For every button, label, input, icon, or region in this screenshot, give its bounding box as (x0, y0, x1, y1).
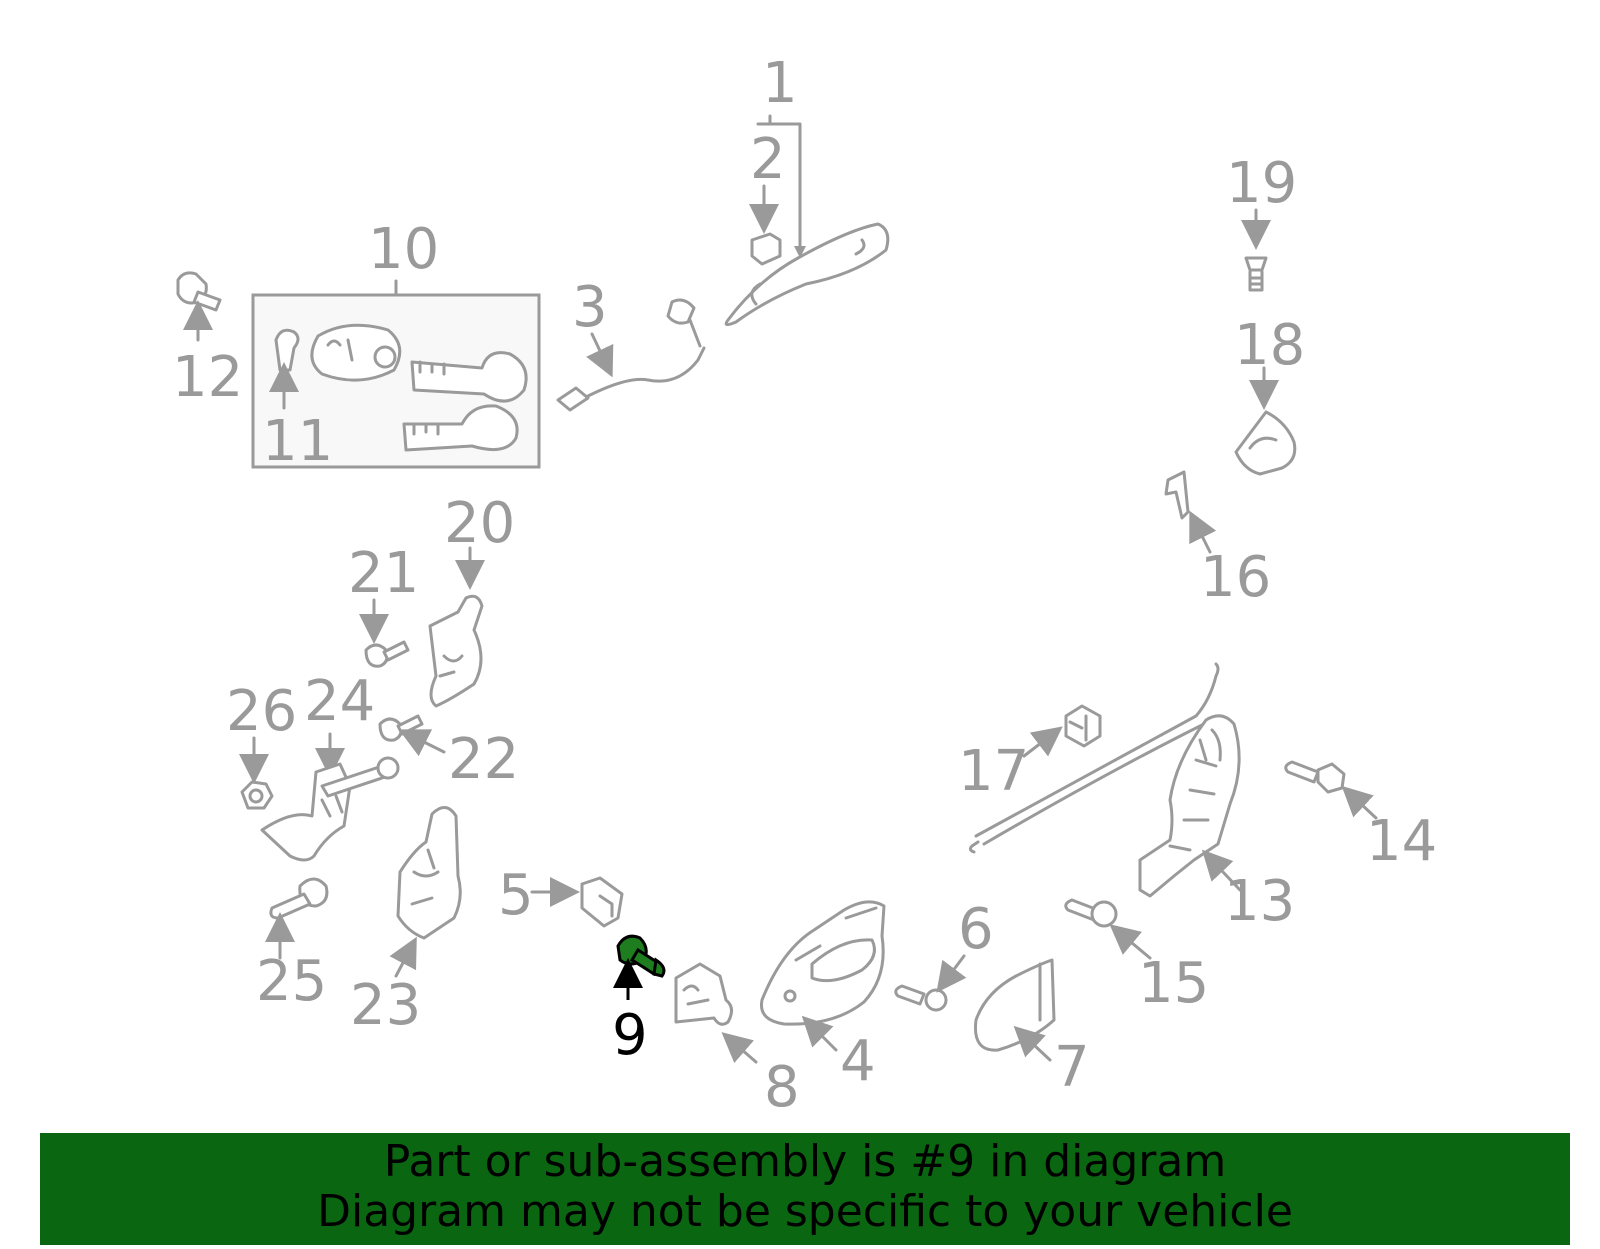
callout-25: 25 (256, 949, 327, 1014)
callout-labels: 1 2 3 4 5 6 7 8 9 10 11 12 13 14 15 16 1… (172, 51, 1437, 1120)
part-16-clip (1164, 470, 1217, 554)
callout-19: 19 (1226, 151, 1297, 216)
callout-15: 15 (1138, 951, 1209, 1016)
callout-11: 11 (262, 409, 333, 474)
part-26-nut (239, 736, 274, 810)
part-14-bolt (1284, 760, 1378, 820)
part-1-outside-handle (724, 114, 890, 327)
callout-8: 8 (764, 1055, 800, 1120)
part-22-bolt (378, 714, 446, 757)
part-6-screw (894, 954, 967, 1012)
callout-22: 22 (448, 727, 519, 792)
part-15-screw (1064, 898, 1152, 960)
callout-20: 20 (444, 491, 515, 556)
callout-7: 7 (1054, 1035, 1090, 1100)
callout-5: 5 (498, 863, 534, 928)
part-12-bolt (176, 271, 222, 342)
part-24-door-check (260, 732, 400, 862)
part-20-striker (428, 546, 485, 708)
part-18-bracket (1234, 366, 1297, 476)
callout-10: 10 (368, 217, 439, 282)
callout-13: 13 (1224, 869, 1295, 934)
callout-6: 6 (958, 897, 994, 962)
lock-cylinder-key-set (251, 279, 541, 469)
callout-26: 26 (226, 679, 297, 744)
callout-21: 21 (348, 541, 419, 606)
callout-24: 24 (304, 669, 375, 734)
callout-1: 1 (762, 51, 798, 116)
part-4-inside-handle (759, 900, 886, 1052)
part-13-latch-assembly (968, 662, 1242, 898)
banner-line-disclaimer: Diagram may not be specific to your vehi… (317, 1186, 1293, 1237)
callout-18: 18 (1234, 313, 1305, 378)
callout-9: 9 (612, 1003, 648, 1068)
part-23-bracket (389, 806, 462, 978)
info-banner: Part or sub-assembly is #9 in diagram Di… (40, 1133, 1570, 1245)
part-25-bolt (265, 877, 329, 960)
banner-line-part-info: Part or sub-assembly is #9 in diagram (383, 1136, 1227, 1187)
callout-4: 4 (840, 1029, 876, 1094)
part-17-connector (1022, 704, 1102, 758)
part-3-switch-harness (556, 298, 706, 412)
part-21-bolt (359, 598, 410, 668)
callout-2: 2 (750, 127, 786, 192)
part-9-bolt-highlighted[interactable] (613, 934, 666, 1000)
callout-3: 3 (572, 275, 608, 340)
part-8-actuator (674, 962, 758, 1064)
callout-14: 14 (1366, 809, 1437, 874)
part-19-screw (1241, 208, 1271, 292)
callout-16: 16 (1200, 545, 1271, 610)
callout-23: 23 (350, 973, 421, 1038)
callout-17: 17 (958, 739, 1029, 804)
part-5-button (530, 876, 624, 928)
callout-12: 12 (172, 345, 243, 410)
part-7-cover (973, 958, 1056, 1062)
